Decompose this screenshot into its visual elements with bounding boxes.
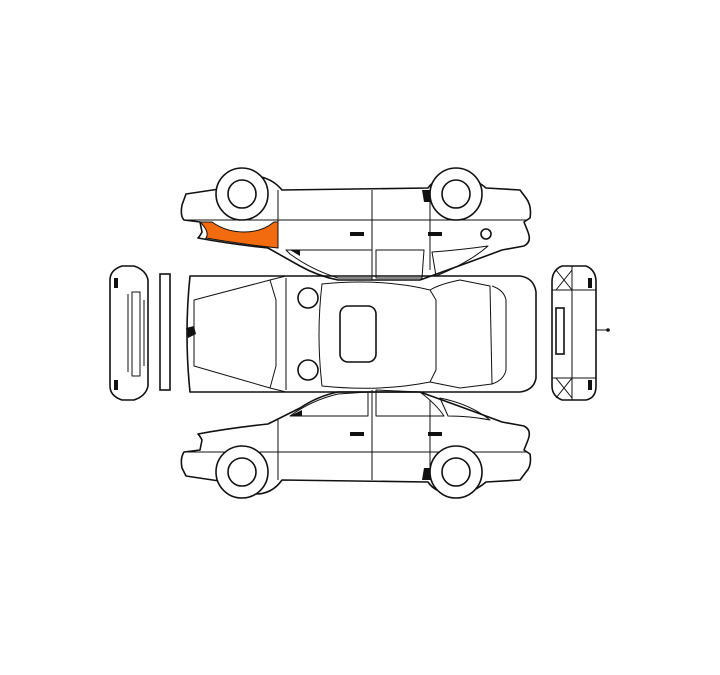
wheel-bottom-front <box>215 445 269 499</box>
rear-view <box>551 265 610 401</box>
door-handle-bottom-front <box>350 432 364 436</box>
front-view <box>109 265 171 401</box>
side-view-top-body <box>180 175 532 281</box>
antenna-rear <box>606 328 610 332</box>
mirror-left <box>297 287 319 309</box>
door-handle-top-rear <box>428 232 442 236</box>
wheel-top-front <box>215 167 269 221</box>
door-handle-top-front <box>350 232 364 236</box>
fuel-cap-top <box>480 228 492 240</box>
front-left-fender-highlight <box>198 221 279 249</box>
side-view-bottom <box>180 389 532 499</box>
wheel-top-rear <box>429 167 483 221</box>
side-view-bottom-body <box>180 391 532 495</box>
rear-view-body <box>551 265 597 401</box>
front-bumper-profile <box>159 273 171 391</box>
mirror-right <box>297 359 319 381</box>
license-plate-rear <box>555 307 565 355</box>
front-view-body <box>109 265 149 401</box>
door-handle-bottom-rear <box>428 432 442 436</box>
hood-emblem <box>186 326 196 338</box>
wheel-bottom-rear <box>429 445 483 499</box>
top-view <box>186 275 537 393</box>
side-view-top <box>180 167 532 281</box>
sunroof <box>339 305 377 363</box>
